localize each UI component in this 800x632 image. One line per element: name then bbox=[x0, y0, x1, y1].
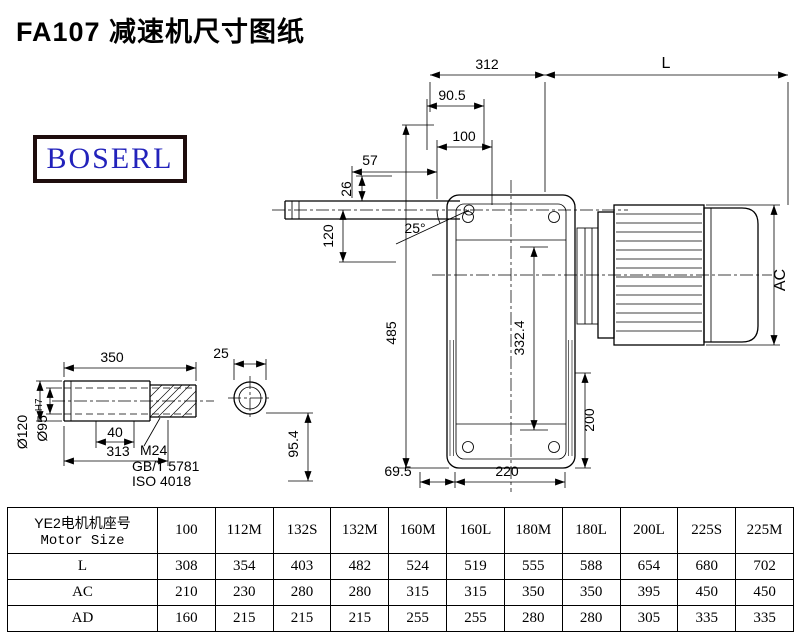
table-header-row: YE2电机机座号 Motor Size 100 112M 132S 132M 1… bbox=[7, 507, 794, 554]
dim-69-5: 69.5 bbox=[384, 463, 411, 479]
header-cell: 225M bbox=[735, 507, 794, 554]
dim-95-4: 95.4 bbox=[285, 430, 301, 457]
note-iso: ISO 4018 bbox=[132, 473, 191, 489]
boserl-logo: BOSERL bbox=[33, 135, 187, 183]
table-row-L: L 308 354 403 482 524 519 555 588 654 68… bbox=[7, 553, 794, 580]
value-cell: 450 bbox=[677, 579, 737, 606]
value-cell: 210 bbox=[157, 579, 216, 606]
header-cell: 200L bbox=[619, 507, 679, 554]
dimension-drawing: 312 L 90.5 100 57 26 120 25° 485 AC 332.… bbox=[14, 55, 789, 492]
dim-40: 40 bbox=[107, 424, 123, 440]
value-cell: 255 bbox=[388, 605, 448, 632]
value-cell: 354 bbox=[214, 553, 274, 580]
header-cell: 132M bbox=[330, 507, 390, 554]
value-cell: 524 bbox=[388, 553, 448, 580]
centerlines bbox=[52, 180, 772, 492]
value-cell: 280 bbox=[503, 605, 563, 632]
value-cell: 450 bbox=[735, 579, 794, 606]
value-cell: 680 bbox=[677, 553, 737, 580]
dim-angle-25: 25° bbox=[404, 220, 425, 236]
header-cell-motor-size: YE2电机机座号 Motor Size bbox=[7, 507, 158, 554]
dim-25: 25 bbox=[213, 345, 229, 361]
dim-312: 312 bbox=[475, 56, 499, 72]
value-cell: 215 bbox=[272, 605, 332, 632]
value-cell: 519 bbox=[446, 553, 505, 580]
dia-95-tolerance: H7 bbox=[34, 398, 45, 411]
value-cell: 305 bbox=[619, 605, 679, 632]
dim-200: 200 bbox=[581, 408, 597, 432]
dia-95-value: Ø95 bbox=[34, 415, 50, 442]
header-cell: 180M bbox=[503, 507, 563, 554]
dimensions-main: 312 L 90.5 100 57 26 120 25° 485 AC 332.… bbox=[266, 55, 789, 488]
dim-485: 485 bbox=[383, 321, 399, 345]
dim-332-4: 332.4 bbox=[511, 320, 527, 355]
motor-size-table: YE2电机机座号 Motor Size 100 112M 132S 132M 1… bbox=[7, 507, 794, 632]
dim-100: 100 bbox=[452, 128, 476, 144]
value-cell: 395 bbox=[619, 579, 679, 606]
value-cell: 280 bbox=[561, 605, 621, 632]
value-cell: 315 bbox=[388, 579, 448, 606]
value-cell: 335 bbox=[677, 605, 737, 632]
row-label-cell: AC bbox=[7, 579, 158, 606]
dimensions-shaft: 350 25 Ø120 Ø95 H7 40 313 M24 GB/T 5781 … bbox=[14, 345, 312, 489]
value-cell: 555 bbox=[503, 553, 563, 580]
dim-L: L bbox=[662, 55, 671, 72]
header-cell: 225S bbox=[677, 507, 737, 554]
logo-text: BOSERL bbox=[46, 142, 174, 175]
value-cell: 702 bbox=[735, 553, 794, 580]
value-cell: 215 bbox=[214, 605, 274, 632]
row-label-cell: AD bbox=[7, 605, 158, 632]
table-row-AC: AC 210 230 280 280 315 315 350 350 395 4… bbox=[7, 579, 794, 606]
value-cell: 308 bbox=[157, 553, 216, 580]
dim-57: 57 bbox=[362, 152, 378, 168]
value-cell: 230 bbox=[214, 579, 274, 606]
header-cell: 160M bbox=[388, 507, 448, 554]
header-cell: 132S bbox=[272, 507, 332, 554]
dim-AC: AC bbox=[772, 269, 789, 291]
value-cell: 350 bbox=[503, 579, 563, 606]
value-cell: 215 bbox=[330, 605, 390, 632]
page-title: FA107 减速机尺寸图纸 bbox=[16, 17, 306, 47]
value-cell: 255 bbox=[446, 605, 505, 632]
value-cell: 588 bbox=[561, 553, 621, 580]
value-cell: 160 bbox=[157, 605, 216, 632]
row-label-cell: L bbox=[7, 553, 158, 580]
value-cell: 482 bbox=[330, 553, 390, 580]
value-cell: 403 bbox=[272, 553, 332, 580]
header-cell: 112M bbox=[214, 507, 274, 554]
motor bbox=[576, 204, 759, 346]
dim-313: 313 bbox=[106, 443, 130, 459]
gearbox-housing bbox=[446, 194, 576, 469]
value-cell: 350 bbox=[561, 579, 621, 606]
header-cell: 100 bbox=[157, 507, 216, 554]
value-cell: 654 bbox=[619, 553, 679, 580]
dim-dia-120: Ø120 bbox=[14, 415, 30, 449]
dim-90-5: 90.5 bbox=[438, 87, 465, 103]
note-gbt: GB/T 5781 bbox=[132, 458, 200, 474]
header-cell: 180L bbox=[561, 507, 621, 554]
dim-220: 220 bbox=[495, 463, 519, 479]
dim-26: 26 bbox=[338, 181, 354, 197]
shaft-detail-view bbox=[63, 380, 267, 422]
header-motor-size-en: Motor Size bbox=[40, 532, 125, 549]
value-cell: 280 bbox=[272, 579, 332, 606]
value-cell: 280 bbox=[330, 579, 390, 606]
value-cell: 335 bbox=[735, 605, 794, 632]
dim-dia-95: Ø95 H7 bbox=[34, 398, 50, 442]
header-cell: 160L bbox=[446, 507, 505, 554]
table-row-AD: AD 160 215 215 215 255 255 280 280 305 3… bbox=[7, 605, 794, 632]
note-m24: M24 bbox=[140, 442, 167, 458]
header-motor-size-cn: YE2电机机座号 bbox=[34, 514, 131, 531]
value-cell: 315 bbox=[446, 579, 505, 606]
dim-350: 350 bbox=[100, 349, 124, 365]
output-shaft bbox=[284, 200, 475, 245]
dim-120: 120 bbox=[320, 224, 336, 248]
